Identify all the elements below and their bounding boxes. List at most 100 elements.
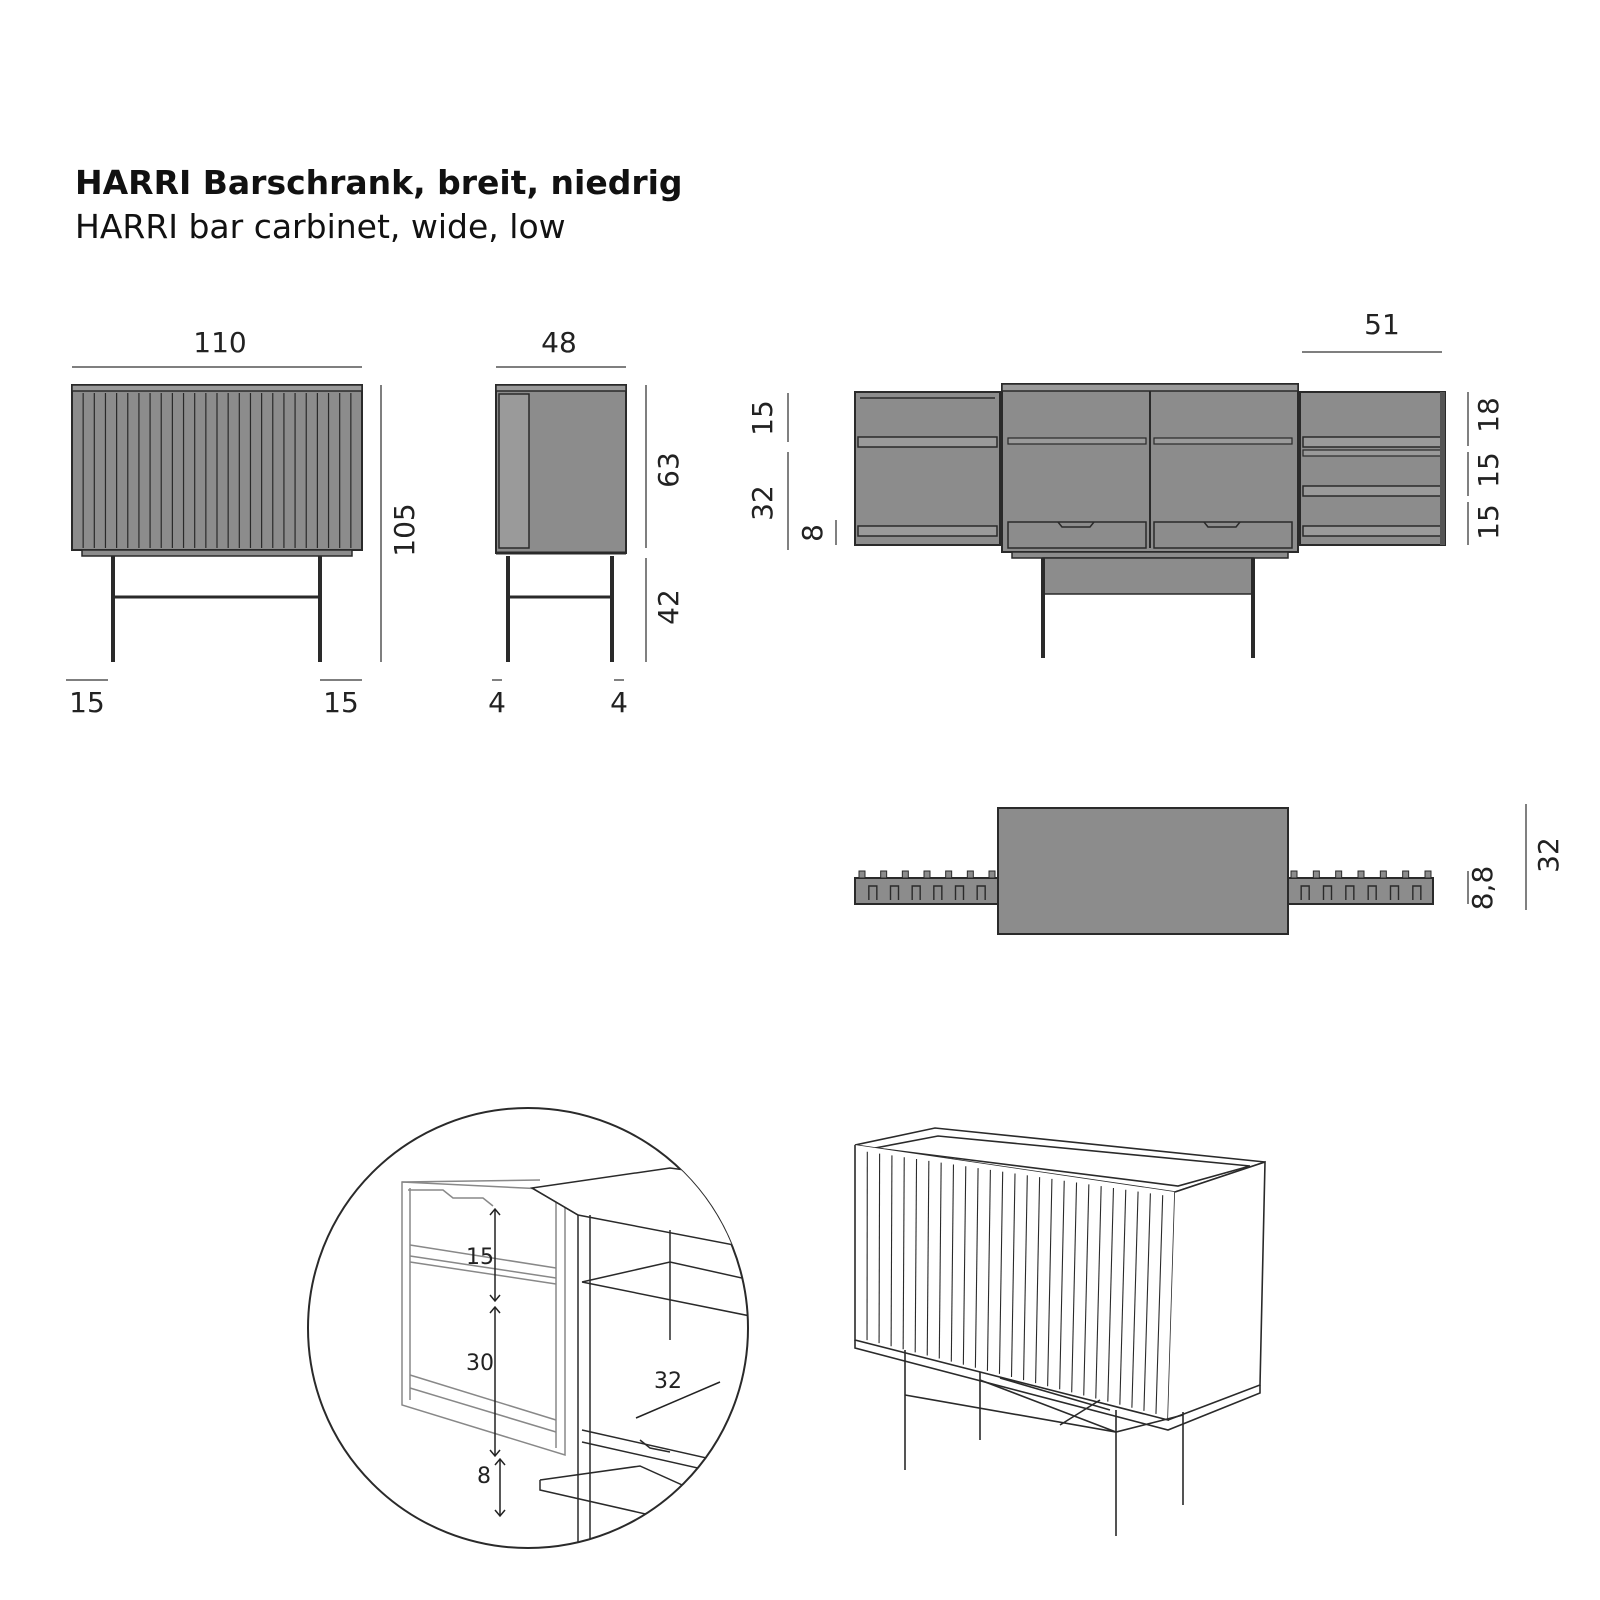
rack-peg — [1424, 870, 1432, 879]
left-upper-label: 15 — [746, 400, 779, 436]
perspective-slat — [926, 1160, 930, 1356]
side-leg-right-label: 4 — [610, 686, 628, 719]
rack-slot — [868, 885, 878, 900]
rack-height-label: 8,8 — [1466, 866, 1499, 911]
rack-slot — [1345, 885, 1355, 900]
left-door-shelf-1 — [857, 436, 998, 448]
rack-slot — [1300, 885, 1310, 900]
perspective-slat — [1059, 1180, 1065, 1390]
perspective-slat — [1035, 1177, 1041, 1384]
front-view: 110 105 15 15 — [66, 326, 421, 719]
perspective-slat — [1155, 1195, 1164, 1414]
front-slats — [82, 393, 352, 548]
width-label: 110 — [193, 326, 246, 359]
detail-inner-shelf — [581, 1261, 748, 1319]
rack-peg — [1402, 870, 1410, 879]
perspective-slat — [902, 1157, 905, 1350]
left-lower-label: 32 — [746, 485, 779, 521]
open-view: 51 15 32 8 18 — [746, 308, 1505, 658]
drawer-height-label: 8 — [477, 1464, 491, 1489]
rack-slot — [1389, 885, 1400, 900]
top-view: 8,8 32 — [854, 804, 1565, 935]
rack-peg — [945, 870, 953, 879]
page-title: HARRI Barschrank, breit, niedrig — [75, 163, 683, 202]
carcass-top — [1001, 383, 1299, 392]
drawer-handle-left — [1057, 521, 1095, 528]
right-open-door — [1299, 391, 1446, 546]
perspective-slat — [1095, 1186, 1102, 1399]
left-bottom-label: 8 — [796, 524, 829, 542]
right-door-shelf-4 — [1302, 525, 1443, 537]
perspective-slat — [974, 1168, 979, 1368]
detail-drawer-handle — [639, 1439, 671, 1453]
right-bottom-label: 15 — [1472, 504, 1505, 540]
rack-peg — [988, 870, 996, 879]
detail-view: 15 30 32 8 — [307, 1107, 749, 1549]
inner-shelf-right — [1153, 437, 1293, 445]
leg-right-label: 15 — [323, 686, 359, 719]
perspective-slat — [950, 1164, 955, 1362]
right-door-shelf-2 — [1302, 449, 1443, 457]
perspective-slat — [890, 1155, 893, 1347]
right-door-shelf-3 — [1302, 485, 1443, 497]
perspective-slat — [962, 1166, 967, 1365]
depth-label: 48 — [541, 326, 577, 359]
leg-height-label: 42 — [652, 589, 685, 625]
rack-peg — [1312, 870, 1320, 879]
rack-peg — [1335, 870, 1343, 879]
perspective-slat — [1010, 1173, 1016, 1378]
cabinet-top-plan — [997, 807, 1289, 935]
side-leg-left-label: 4 — [488, 686, 506, 719]
perspective-side — [1167, 1160, 1266, 1421]
rack-peg — [1357, 870, 1365, 879]
inner-drawer-right — [1153, 521, 1293, 549]
drawer-handle-right — [1203, 521, 1241, 528]
perspective-slat — [914, 1159, 918, 1353]
rack-slot — [889, 885, 900, 900]
perspective-slat — [1083, 1184, 1090, 1396]
rack-slot — [954, 885, 965, 900]
rack-slot — [911, 885, 921, 900]
perspective-slat — [1071, 1182, 1078, 1393]
rack-slot — [933, 885, 943, 900]
perspective-slat — [998, 1171, 1004, 1374]
perspective-view — [854, 1127, 1266, 1536]
rack-slot — [1412, 885, 1422, 900]
perspective-slat — [878, 1153, 881, 1344]
height-label: 105 — [388, 503, 421, 556]
perspective-slat — [986, 1169, 991, 1371]
side-top — [495, 384, 627, 392]
door-depth-label: 51 — [1364, 308, 1400, 341]
perspective-slat — [1022, 1175, 1028, 1381]
cabinet-top — [71, 384, 363, 392]
open-view-rear-panel — [1042, 557, 1254, 595]
body-height-label: 63 — [652, 452, 685, 488]
detail-door-rack — [401, 1179, 566, 1457]
perspective-slat — [1131, 1191, 1139, 1408]
detail-carcass-edge — [531, 1187, 579, 1548]
perspective-stretchers — [904, 1377, 1184, 1433]
rack-peg — [901, 870, 909, 879]
right-top-label: 18 — [1472, 397, 1505, 433]
rack-peg — [858, 870, 866, 879]
drawer-depth-label: 32 — [654, 1369, 682, 1394]
right-bottle-rack — [1287, 877, 1434, 905]
right-door-shelf-1 — [1302, 436, 1443, 448]
left-open-door — [854, 391, 1001, 546]
rack-peg — [1379, 870, 1387, 879]
shelf-spacing-label: 15 — [466, 1245, 494, 1270]
rack-peg — [923, 870, 931, 879]
perspective-slat — [1143, 1193, 1151, 1411]
perspective-slat — [1047, 1178, 1053, 1387]
right-door-edge — [1440, 392, 1445, 545]
perspective-slat — [938, 1162, 942, 1359]
rack-slots — [858, 870, 1432, 900]
page-subtitle: HARRI bar carbinet, wide, low — [75, 207, 566, 246]
side-door-profile — [498, 393, 530, 549]
right-mid-label: 15 — [1472, 452, 1505, 488]
leg-left-label: 15 — [69, 686, 105, 719]
perspective-base — [854, 1340, 1261, 1431]
bottle-height-label: 30 — [466, 1351, 494, 1376]
rack-slot — [1367, 885, 1377, 900]
total-height-label: 32 — [1532, 837, 1565, 873]
